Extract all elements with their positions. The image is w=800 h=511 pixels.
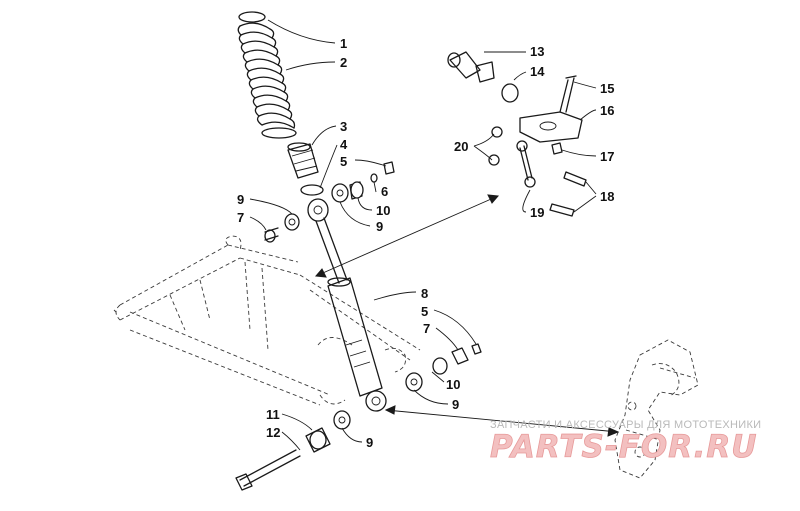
callout-14: 14 — [530, 64, 545, 79]
callout-9-upper-left: 9 — [237, 192, 244, 207]
lower-mount-hardware — [333, 343, 482, 430]
assembly-arrows — [314, 194, 620, 437]
callout-9-lower-right: 9 — [452, 397, 459, 412]
callout-5-upper: 5 — [340, 154, 347, 169]
callout-17: 17 — [600, 149, 614, 164]
sway-bar-link — [447, 51, 587, 217]
callout-18: 18 — [600, 189, 614, 204]
callout-9-lower-left: 9 — [366, 435, 373, 450]
callout-10-upper: 10 — [376, 203, 390, 218]
spindle-knuckle — [614, 339, 699, 479]
callout-labels: 1 2 3 4 5 6 10 9 9 7 8 5 7 10 9 9 11 12 … — [237, 36, 614, 450]
callout-8: 8 — [421, 286, 428, 301]
callout-2: 2 — [340, 55, 347, 70]
callout-6: 6 — [381, 184, 388, 199]
leader-lines — [249, 19, 597, 451]
callout-13: 13 — [530, 44, 544, 59]
callout-3: 3 — [340, 119, 347, 134]
bump-stop — [287, 142, 319, 179]
callout-11: 11 — [266, 407, 280, 422]
watermark: ЗАПЧАСТИ И АКСЕССУАРЫ ДЛЯ МОТОТЕХНИКИ PA… — [490, 419, 761, 465]
callout-16: 16 — [600, 103, 614, 118]
callout-9-upper-right: 9 — [376, 219, 383, 234]
callout-12: 12 — [266, 425, 280, 440]
callout-15: 15 — [600, 81, 614, 96]
watermark-caption: ЗАПЧАСТИ И АКСЕССУАРЫ ДЛЯ МОТОТЕХНИКИ — [490, 419, 761, 431]
a-arm — [113, 235, 421, 406]
callout-10-lower: 10 — [446, 377, 460, 392]
callout-4: 4 — [340, 137, 348, 152]
shock-absorber — [307, 198, 387, 412]
coil-spring — [237, 11, 297, 139]
callout-19: 19 — [530, 205, 544, 220]
watermark-logo: PARTS-FOR.RU — [490, 429, 757, 465]
callout-7-lower: 7 — [423, 321, 430, 336]
upper-mount-hardware — [264, 161, 395, 243]
callout-5-lower: 5 — [421, 304, 428, 319]
lower-bolt — [235, 427, 331, 491]
callout-7-upper: 7 — [237, 210, 244, 225]
callout-1: 1 — [340, 36, 347, 51]
callout-20: 20 — [454, 139, 468, 154]
spring-retainer — [300, 184, 324, 196]
